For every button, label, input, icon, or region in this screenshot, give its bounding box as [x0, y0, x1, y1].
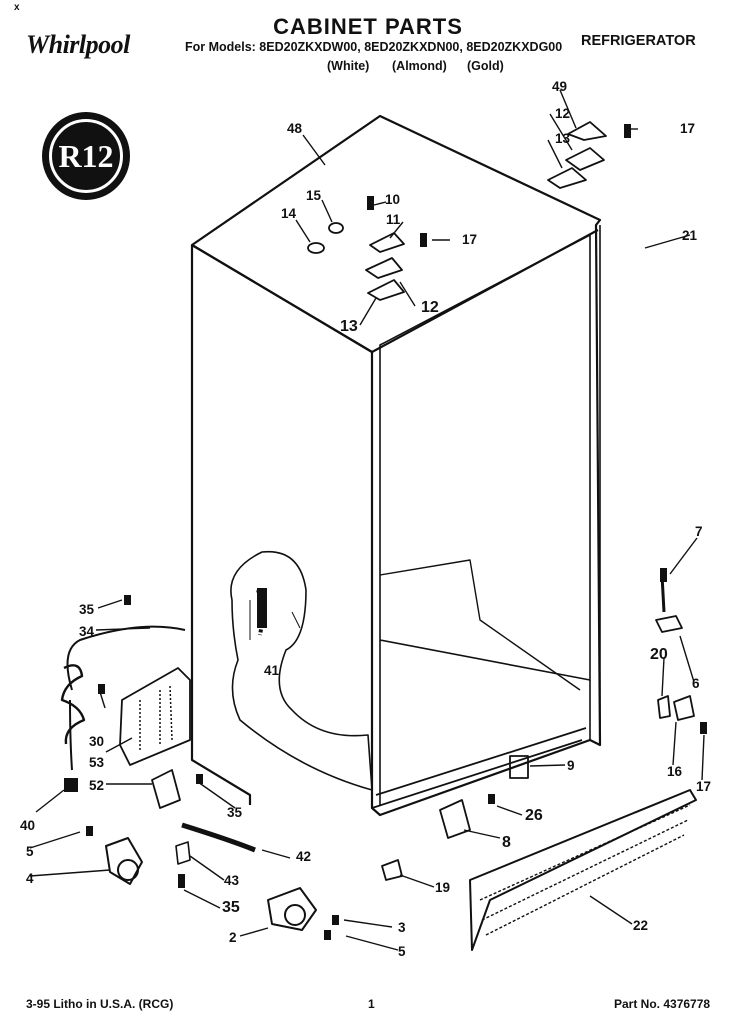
- callout-14: 14: [281, 206, 297, 221]
- seal-text: R12: [58, 137, 114, 174]
- screw-30: [98, 684, 105, 694]
- callout-13b: 13: [340, 318, 358, 335]
- callout-49: 49: [552, 79, 568, 94]
- category-label: REFRIGERATOR: [581, 33, 696, 49]
- callout-17b: 17: [462, 232, 478, 247]
- callout-53: 53: [89, 755, 105, 770]
- callout-22: 22: [633, 918, 649, 933]
- r12-seal: R12: [42, 112, 130, 200]
- bracket-16: [673, 695, 695, 721]
- center-hinge: [365, 232, 405, 301]
- callout-10: 10: [385, 192, 401, 207]
- callout-5a: 5: [26, 844, 34, 859]
- callout-42: 42: [296, 849, 312, 864]
- part-number: Part No. 4376778: [614, 997, 711, 1011]
- caster-wheel: [105, 837, 143, 885]
- callout-17c: 17: [696, 779, 712, 794]
- whirlpool-logo: Whirlpool: [26, 30, 130, 59]
- callout-52: 52: [89, 778, 105, 793]
- part-9: [509, 755, 529, 779]
- callout-12b: 12: [421, 299, 439, 316]
- callout-13a: 13: [555, 131, 571, 146]
- cabinet-outline: [190, 114, 602, 817]
- callout-48: 48: [287, 121, 303, 136]
- screw-26: [488, 794, 495, 804]
- callout-35b: 35: [227, 805, 243, 820]
- callout-5b: 5: [398, 944, 406, 959]
- color-almond: (Almond): [392, 59, 447, 73]
- screw-5a: [86, 826, 93, 836]
- bracket-43: [175, 841, 191, 865]
- callout-2: 2: [229, 930, 237, 945]
- screw-7: [660, 568, 667, 582]
- callout-35c: 35: [222, 899, 240, 916]
- callout-6: 6: [692, 676, 700, 691]
- callout-11: 11: [386, 212, 401, 227]
- callout-26: 26: [525, 807, 543, 824]
- callout-21: 21: [682, 228, 698, 243]
- toe-grille: [469, 789, 697, 951]
- callout-19: 19: [435, 880, 451, 895]
- page-number: 1: [368, 997, 375, 1011]
- tube-42: [181, 822, 256, 853]
- screw-35c: [178, 874, 185, 888]
- front-roller: [267, 887, 317, 931]
- bracket-8: [439, 799, 471, 839]
- plug-15: [328, 222, 344, 234]
- callout-8: 8: [502, 834, 511, 851]
- callout-35a: 35: [79, 602, 95, 617]
- screw-17b: [420, 233, 427, 247]
- page-title: CABINET PARTS: [273, 14, 463, 39]
- bracket-20: [657, 695, 671, 719]
- callout-3: 3: [398, 920, 406, 935]
- callout-43: 43: [224, 873, 240, 888]
- color-white: (White): [327, 59, 370, 73]
- leveling-leg: [655, 615, 683, 633]
- callout-30: 30: [89, 734, 105, 749]
- screw-35b: [196, 774, 203, 784]
- callout-16: 16: [667, 764, 683, 779]
- top-hinge: [565, 147, 605, 171]
- screw-10: [367, 196, 374, 210]
- screw-5b: [324, 930, 331, 940]
- clip-19: [381, 859, 403, 881]
- cutaway-insulation: [230, 550, 373, 791]
- litho-note: 3-95 Litho in U.S.A. (RCG): [26, 997, 174, 1011]
- screw-35a: [124, 595, 131, 605]
- grommet-41: [257, 588, 267, 628]
- callout-17a: 17: [680, 121, 696, 136]
- callout-40: 40: [20, 818, 36, 833]
- screw-17a: [624, 124, 631, 138]
- screw-3: [332, 915, 339, 925]
- callout-12a: 12: [555, 106, 571, 121]
- color-gold: (Gold): [467, 59, 504, 73]
- callout-7: 7: [695, 524, 703, 539]
- plug-14: [307, 242, 325, 254]
- callout-9: 9: [567, 758, 575, 773]
- plug-40: [64, 778, 78, 792]
- callout-4: 4: [26, 871, 34, 886]
- mounting-bracket: [119, 667, 191, 766]
- clip-bracket: [151, 769, 181, 809]
- callout-41: 41: [264, 663, 280, 678]
- corner-mark: x: [14, 2, 20, 13]
- callout-34: 34: [79, 624, 95, 639]
- hinge-cover: [567, 121, 607, 141]
- screw-17c: [700, 722, 707, 734]
- model-list: For Models: 8ED20ZKXDW00, 8ED20ZKXDN00, …: [185, 40, 563, 54]
- callout-15: 15: [306, 188, 322, 203]
- callout-20: 20: [650, 646, 668, 663]
